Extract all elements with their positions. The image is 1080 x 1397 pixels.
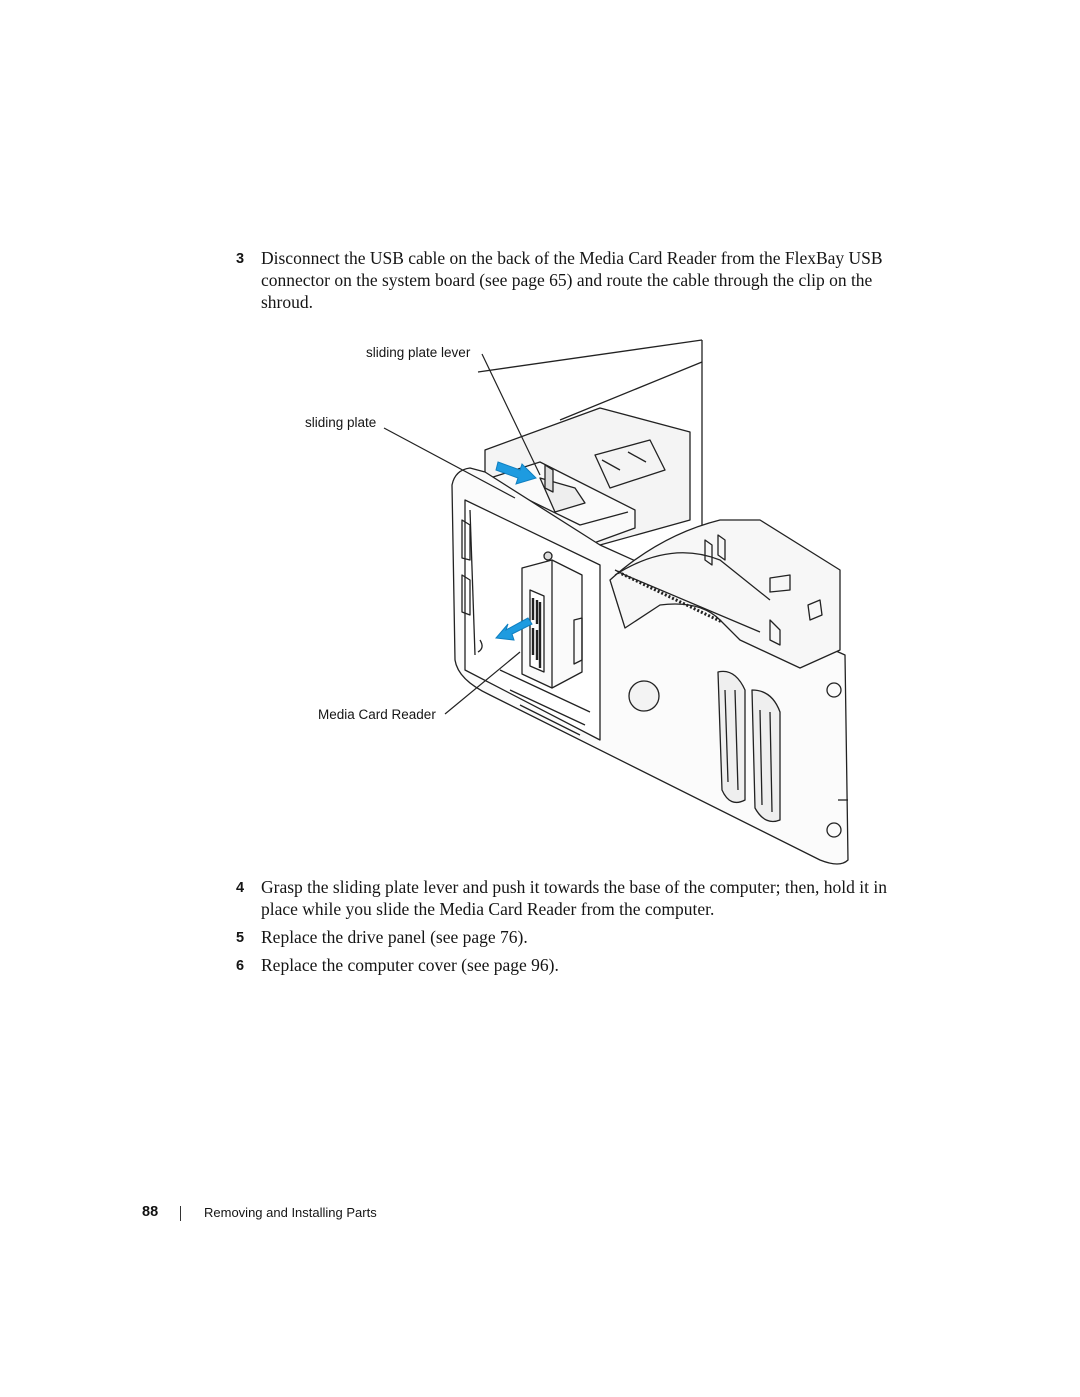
page-number: 88 [142,1204,159,1220]
step-3: 3 Disconnect the USB cable on the back o… [236,247,916,313]
callout-media-card-reader: Media Card Reader [318,707,436,722]
callout-sliding-plate-lever: sliding plate lever [366,345,471,360]
direction-arrows [495,461,537,641]
step-6: 6 Replace the computer cover (see page 9… [236,954,916,976]
step-text: Replace the computer cover (see page 96)… [261,955,559,975]
step-number: 3 [236,251,245,267]
step-number: 6 [236,958,245,974]
step-text: Replace the drive panel (see page 76). [261,927,528,947]
step-5: 5 Replace the drive panel (see page 76). [236,926,916,948]
step-4: 4 Grasp the sliding plate lever and push… [236,876,916,920]
step-text: Grasp the sliding plate lever and push i… [261,877,887,919]
step-text: Disconnect the USB cable on the back of … [261,248,883,312]
step-number: 4 [236,880,245,896]
media-card-reader-removal-illustration [383,339,849,865]
step-number: 5 [236,930,245,946]
footer-divider [180,1206,181,1221]
callout-sliding-plate: sliding plate [305,415,377,430]
footer-section-title: Removing and Installing Parts [204,1205,377,1220]
